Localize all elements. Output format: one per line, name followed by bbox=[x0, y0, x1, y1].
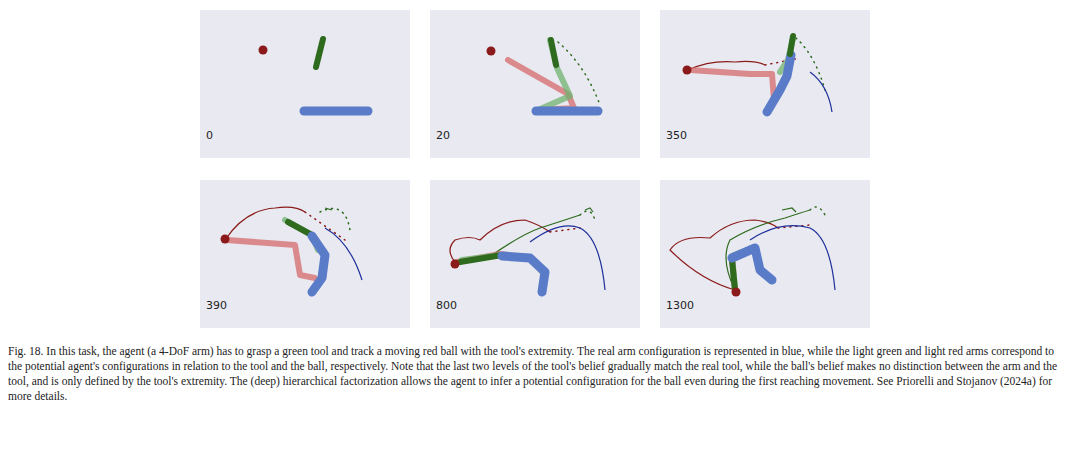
frame-panel bbox=[200, 10, 410, 158]
frame-number: 800 bbox=[436, 299, 457, 312]
figure-caption: Fig. 18. In this task, the agent (a 4-Do… bbox=[8, 344, 1070, 404]
frame-number: 350 bbox=[666, 129, 687, 142]
frame-panel bbox=[430, 180, 640, 328]
frame-number: 390 bbox=[206, 299, 227, 312]
frame-number: 0 bbox=[206, 129, 213, 142]
frame-number: 1300 bbox=[666, 299, 694, 312]
frame-panel bbox=[660, 10, 870, 158]
frame-panel bbox=[430, 10, 640, 158]
frame-panel bbox=[660, 180, 870, 328]
frame-number: 20 bbox=[436, 129, 450, 142]
frame-panel bbox=[200, 180, 410, 328]
